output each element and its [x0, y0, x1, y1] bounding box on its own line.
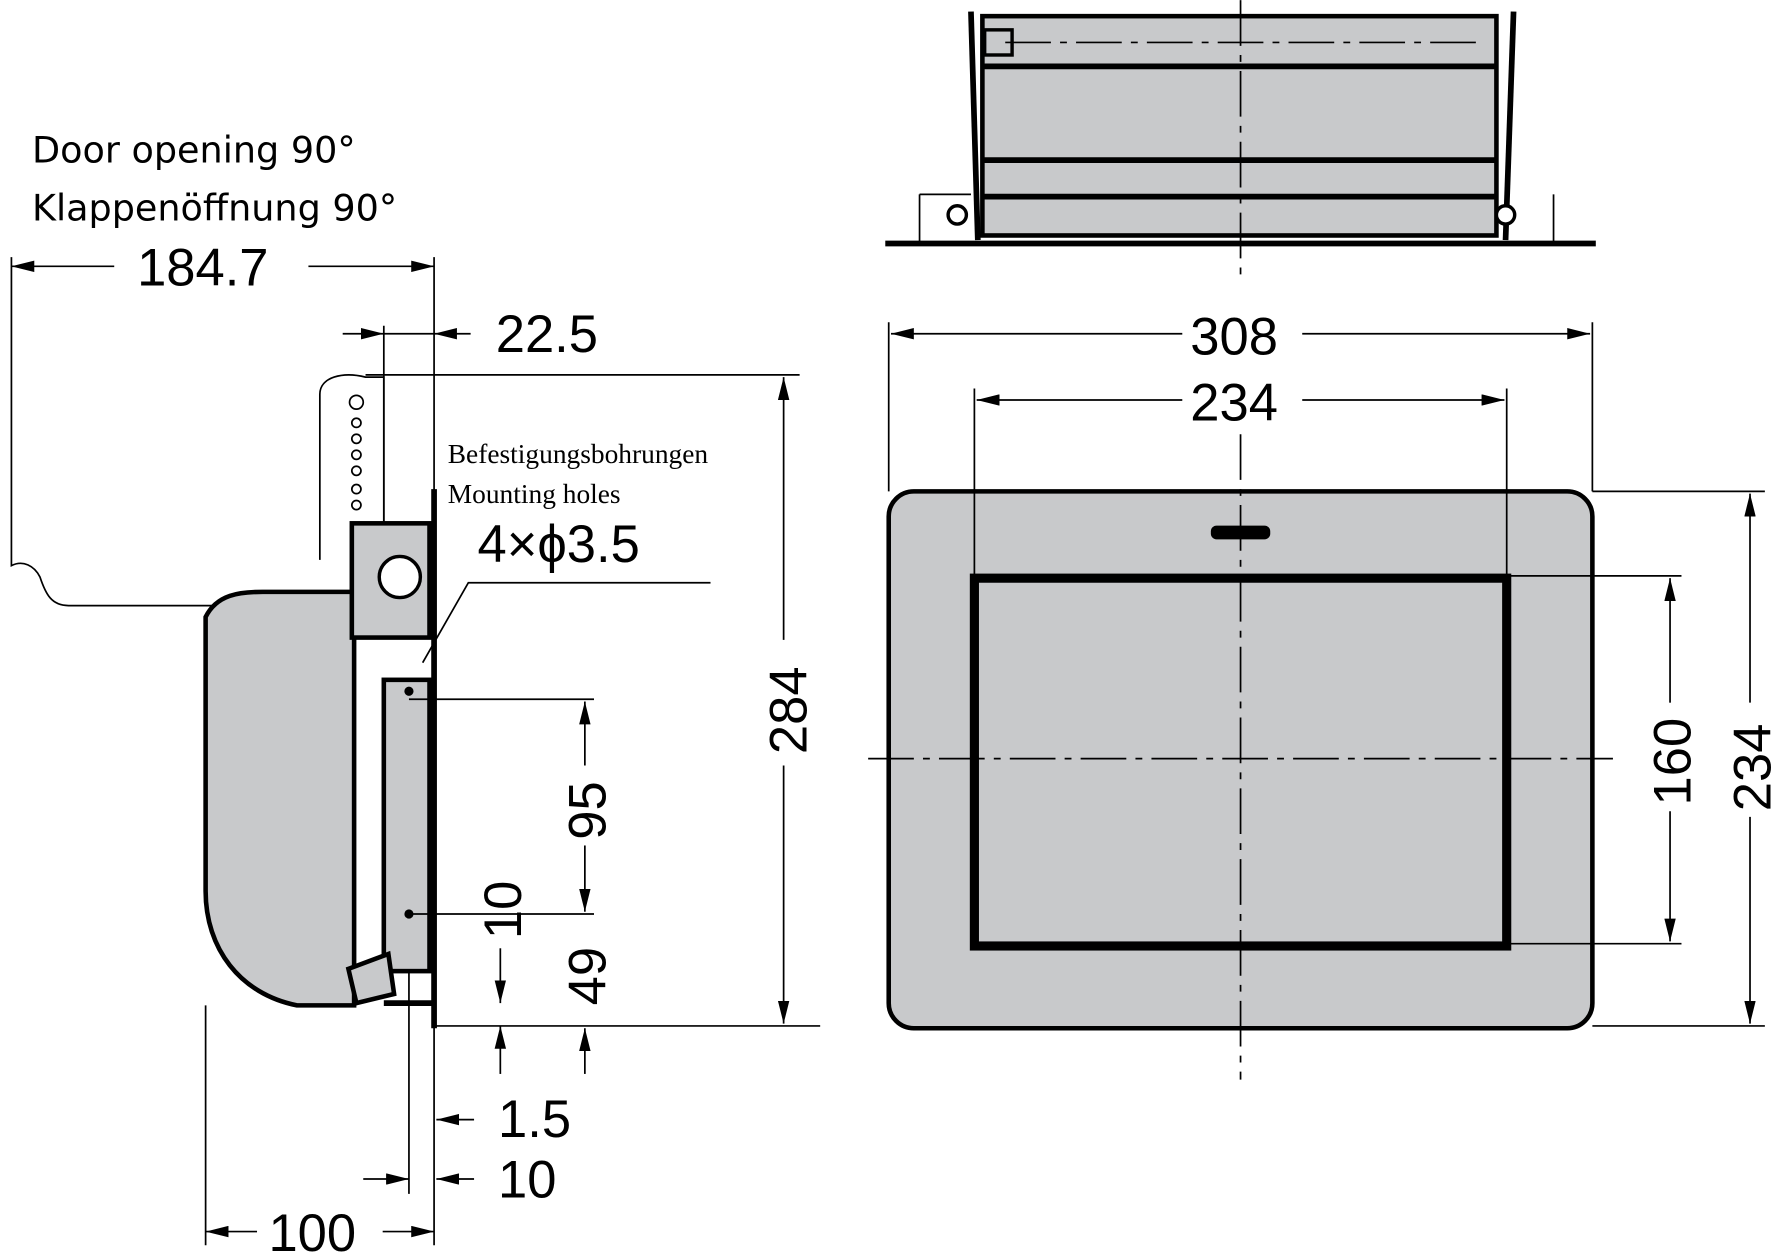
dim-plate-thickness: 1.5: [498, 1090, 571, 1149]
dim-hole-offset: 10: [474, 881, 533, 939]
door-opening-en: Door opening 90°: [32, 128, 356, 171]
adjustment-holes: [348, 394, 365, 511]
dim-hole-spacing: 95: [558, 781, 617, 839]
dim-depth: 100: [268, 1204, 356, 1258]
dim-width-inner: 234: [1190, 374, 1278, 433]
mounting-holes-de: Befestigungsbohrungen: [448, 439, 709, 469]
side-view: [10, 257, 821, 1246]
dim-height-inner: 160: [1644, 718, 1703, 806]
dim-flange: 10: [498, 1150, 556, 1209]
dim-swing: 184.7: [137, 239, 268, 298]
dim-height-total: 284: [759, 666, 818, 754]
dim-width-outer: 308: [1190, 307, 1278, 366]
mounting-holes-en: Mounting holes: [448, 479, 621, 509]
mounting-holes-spec: 4×ϕ3.5: [477, 515, 639, 574]
top-view: [885, 0, 1596, 281]
dim-bottom-offset: 49: [558, 947, 617, 1005]
door-opening-de: Klappenöffnung 90°: [32, 187, 397, 230]
dim-hinge-offset: 22.5: [496, 305, 598, 364]
dim-height-outer: 234: [1724, 724, 1782, 812]
front-view: [868, 322, 1765, 1080]
